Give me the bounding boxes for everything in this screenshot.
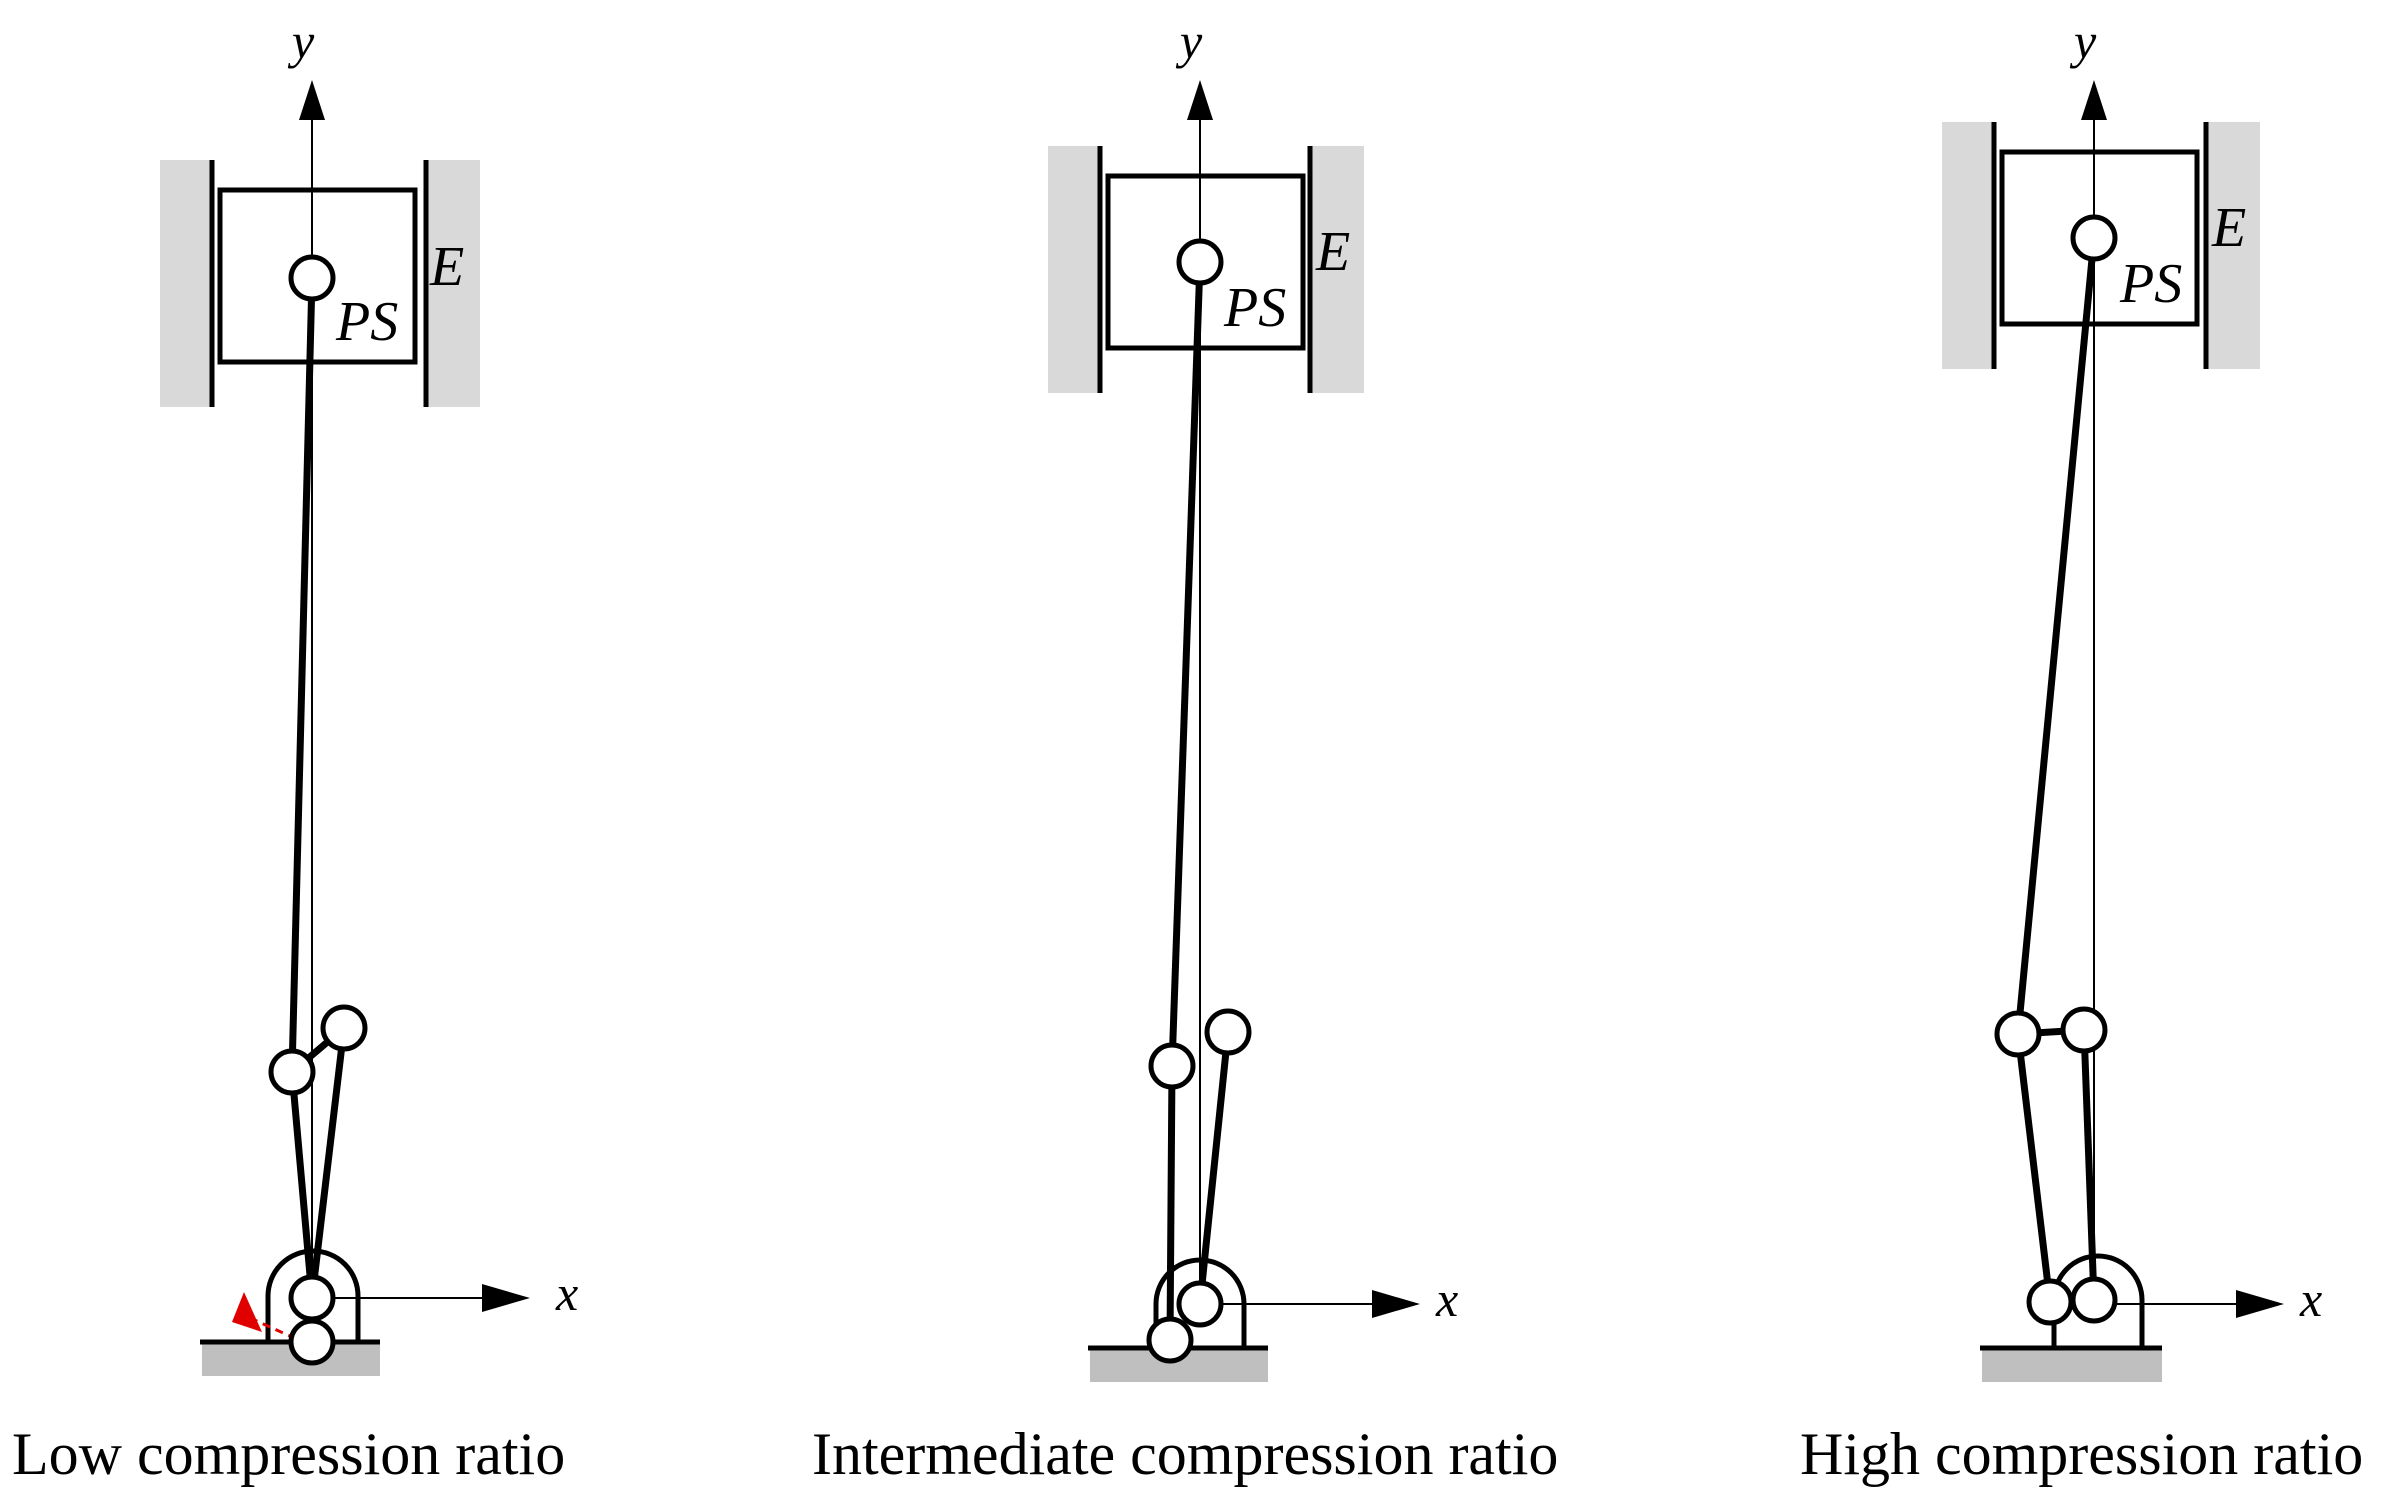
red-arrow-icon xyxy=(232,1292,262,1332)
y-axis-label: y xyxy=(1175,13,1203,69)
x-axis-arrowhead xyxy=(2236,1290,2284,1318)
caption-high: High compression ratio xyxy=(1800,1421,2363,1487)
joint-crank-center xyxy=(2070,1276,2118,1324)
x-axis-label: x xyxy=(1435,1271,1458,1327)
cylinder-wall-right xyxy=(428,160,480,407)
x-axis-arrowhead xyxy=(482,1284,530,1312)
cylinder-wall-left xyxy=(160,160,212,407)
joint-upper-right xyxy=(2060,1006,2108,1054)
wall-label: E xyxy=(1315,221,1350,283)
y-axis-arrowhead xyxy=(2081,80,2107,120)
panel-intermediate: y x PS E Intermediate compression ratio xyxy=(812,13,1558,1487)
link-lower-left xyxy=(1166,1062,1176,1344)
cylinder-wall-right xyxy=(1312,146,1364,393)
joint-piston-pin xyxy=(2070,214,2118,262)
piston xyxy=(217,187,418,365)
link-lower-left xyxy=(288,1068,316,1302)
link-right xyxy=(2080,1026,2098,1304)
piston xyxy=(1999,149,2200,327)
cylinder-wall-right xyxy=(2208,122,2260,369)
link-right xyxy=(1196,1028,1232,1308)
y-axis-label: y xyxy=(287,13,315,69)
joint-piston-pin xyxy=(1176,238,1224,286)
cylinder-wall-left xyxy=(1942,122,1994,369)
joint-lower-left xyxy=(1994,1010,2042,1058)
wall-label: E xyxy=(429,236,464,298)
x-axis-label: x xyxy=(2299,1271,2322,1327)
y-axis-label: y xyxy=(2069,13,2097,69)
joint-lower-left xyxy=(1148,1042,1196,1090)
wall-label: E xyxy=(2211,197,2246,259)
link-lower-left xyxy=(2014,1030,2054,1306)
joint-crank-center xyxy=(288,1274,336,1322)
piston xyxy=(1105,173,1306,351)
x-axis-arrowhead xyxy=(1372,1290,1420,1318)
joint-piston-pin xyxy=(288,254,336,302)
caption-intermediate: Intermediate compression ratio xyxy=(812,1421,1558,1487)
y-axis-arrowhead xyxy=(299,80,325,120)
joint-upper-right xyxy=(320,1004,368,1052)
piston-label: PS xyxy=(2119,253,2182,315)
pivot-housing xyxy=(265,1248,361,1342)
joint-crank-center xyxy=(1176,1280,1224,1328)
panel-high: y x PS E High compression ratio xyxy=(1800,13,2363,1487)
x-axis-label: x xyxy=(555,1265,578,1321)
connecting-rod xyxy=(1168,258,1204,1070)
joint-upper-right xyxy=(1204,1008,1252,1056)
pivot-housing xyxy=(1153,1257,1247,1348)
joint-crank-lower xyxy=(1146,1316,1194,1364)
cylinder-wall-left xyxy=(1048,146,1100,393)
link-right xyxy=(308,1024,348,1302)
connecting-rod xyxy=(2014,234,2098,1038)
caption-low: Low compression ratio xyxy=(12,1421,565,1487)
ground-block xyxy=(1982,1350,2162,1382)
joint-lower-left xyxy=(268,1048,316,1096)
piston-label: PS xyxy=(335,291,398,353)
piston-label: PS xyxy=(1223,277,1286,339)
panel-low: y x PS E Low compression ratio xyxy=(12,13,578,1487)
joint-crank-lower xyxy=(288,1318,336,1366)
y-axis-arrowhead xyxy=(1187,80,1213,120)
joint-crank-left xyxy=(2026,1278,2074,1326)
connecting-rod xyxy=(288,274,316,1076)
